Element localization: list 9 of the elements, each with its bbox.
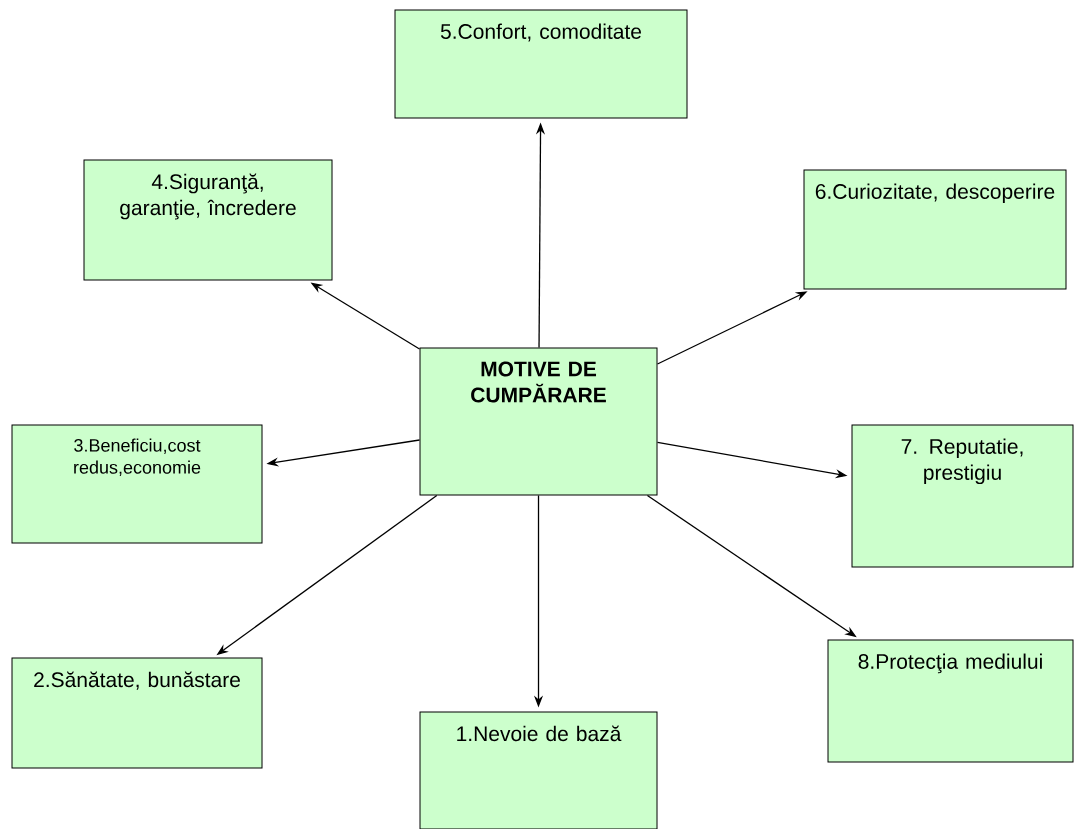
text-box: 2.Sănătate, bunăstare [11,657,263,769]
text-box: 3.Beneficiu,cost redus,economie [11,424,263,544]
text-box: 5.Confort, comoditate [394,9,688,119]
text-box: MOTIVE DE CUMPĂRARE [419,347,658,496]
text-box: 8.Protecţia mediului [827,639,1074,763]
text-box: 1.Nevoie de bază [419,711,658,829]
text-box: 7. Reputatie, prestigiu [851,424,1074,568]
text-box: 6.Curiozitate, descoperire [803,169,1067,290]
text-box: 4.Siguranţă, garanţie, încredere [83,159,333,281]
